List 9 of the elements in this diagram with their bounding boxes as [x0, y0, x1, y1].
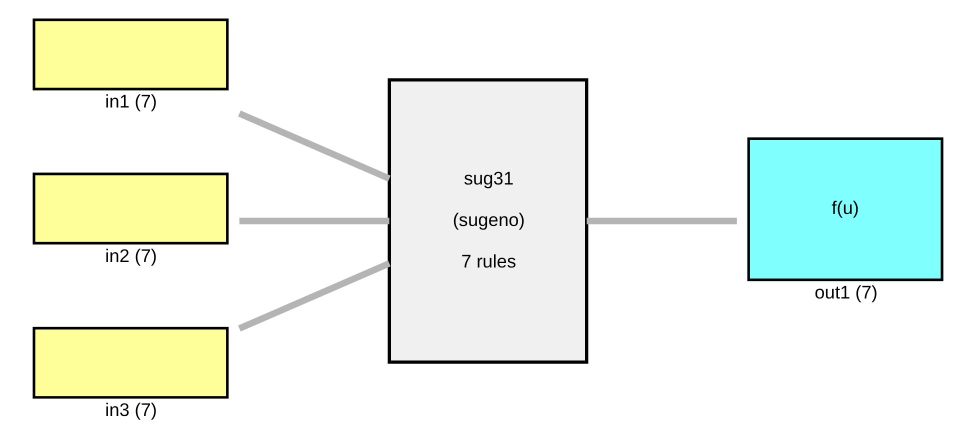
node-label: in2 (7) [105, 244, 158, 266]
connector [239, 218, 390, 224]
node-label: in3 (7) [105, 398, 158, 420]
connector [586, 218, 737, 224]
node-box: sug31 (sugeno) 7 rules [388, 78, 588, 364]
node-label: in1 (7) [105, 90, 158, 112]
connector [238, 110, 391, 182]
node-label: out1 (7) [814, 281, 878, 302]
connector [238, 260, 391, 332]
